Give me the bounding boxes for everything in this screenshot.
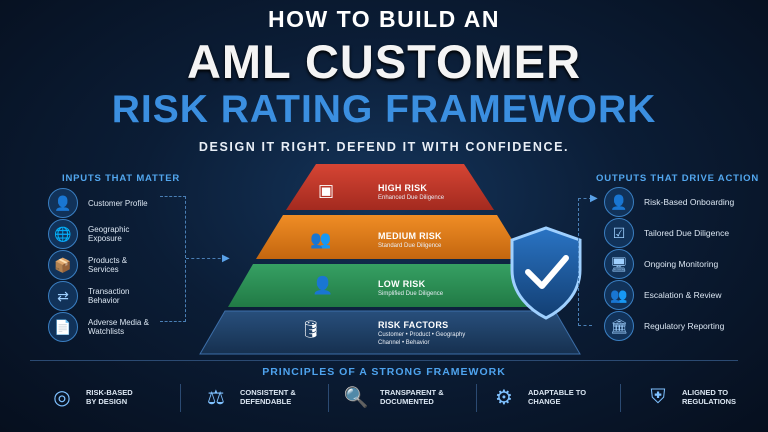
monitor-icon: 🖥 [604,249,634,279]
input-item: 👤 Customer Profile [48,186,158,220]
title-line-1: HOW TO BUILD AN [267,6,501,32]
title-line-3: RISK RATING FRAMEWORK [111,88,657,131]
tier-label: RISK FACTORS [378,320,449,330]
principle-item: ⚖ CONSISTENT &DEFENDABLE [202,382,296,412]
principle-line-2: BY DESIGN [86,397,128,406]
output-label: Ongoing Monitoring [644,259,719,269]
output-item: 🏛 Regulatory Reporting [604,311,724,341]
globe-icon: 🌐 [48,219,78,249]
principle-line-1: ALIGNED TO [682,388,729,397]
tier-sub: Channel • Behavior [378,340,430,346]
inputs-bracket [160,196,186,322]
principle-divider [476,384,477,412]
inputs-arrow [186,258,226,259]
tagline: DESIGN IT RIGHT. DEFEND IT WITH CONFIDEN… [198,140,570,154]
output-label: Risk-Based Onboarding [644,197,735,207]
title-line-2: AML CUSTOMER [186,35,582,88]
principle-divider [328,384,329,412]
outputs-bracket [578,198,592,326]
scale-icon: ⚖ [207,386,225,409]
shield-icon: ⛨ [650,385,666,408]
database-icon: 🛢 [300,320,322,339]
principle-divider [620,384,621,412]
magnifier-icon: 🔍 [343,386,369,409]
tier-high-risk [286,164,494,210]
principle-divider [180,384,181,412]
tier-sub: Standard Due Diligence [378,243,442,249]
principle-line-2: REGULATIONS [682,397,737,406]
user-icon: 👤 [312,276,334,295]
outputs-heading: OUTPUTS THAT DRIVE ACTION [596,173,760,184]
input-item: 📄 Adverse Media & Watchlists [48,310,158,344]
principle-label: TRANSPARENT &DOCUMENTED [380,388,444,406]
tier-label: LOW RISK [378,279,426,289]
risk-pyramid [199,164,582,355]
output-item: 👥 Escalation & Review [604,280,721,310]
group-icon: 👥 [310,230,332,249]
document-icon: 📄 [48,312,78,342]
principle-line-1: RISK-BASED [86,388,133,397]
checklist-icon: ☑ [604,218,634,248]
input-label: Geographic Exposure [88,225,130,243]
input-item: 🌐 Geographic Exposure [48,217,158,251]
output-label: Regulatory Reporting [644,321,725,331]
principle-line-1: TRANSPARENT & [380,388,444,397]
principle-line-2: DOCUMENTED [380,397,434,406]
principle-line-2: DEFENDABLE [240,397,292,406]
output-item: ☑ Tailored Due Diligence [604,218,729,248]
output-label: Tailored Due Diligence [644,228,730,238]
inputs-arrow-head: ▶ [222,253,230,264]
person-frame-icon: ▣ [318,181,335,200]
input-label: Transaction Behavior [88,287,130,305]
shield-check-icon [510,226,582,320]
input-item: ⇄ Transaction Behavior [48,279,158,313]
building-icon: 🏛 [604,311,634,341]
tier-medium-risk [256,215,524,259]
gear-icon: ⚙ [495,386,513,409]
tier-sub: Simplified Due Diligence [378,291,444,297]
principle-line-1: ADAPTABLE TO [528,388,587,397]
tier-low-risk [228,264,552,307]
inputs-heading: INPUTS THAT MATTER [62,173,181,184]
exchange-icon: ⇄ [48,281,78,311]
principles-heading: PRINCIPLES OF A STRONG FRAMEWORK [262,366,506,378]
group-icon: 👥 [604,280,634,310]
target-icon: ◎ [53,386,71,409]
tier-label: MEDIUM RISK [378,231,442,241]
input-label: Adverse Media & Watchlists [88,318,149,336]
output-item: 👤 Risk-Based Onboarding [604,187,734,217]
person-icon: 👤 [604,187,634,217]
principle-item: 🔍 TRANSPARENT &DOCUMENTED [342,382,444,412]
principle-line-1: CONSISTENT & [240,388,296,397]
outputs-arrow-head: ▶ [590,193,598,204]
input-item: 📦 Products & Services [48,248,158,282]
input-label: Customer Profile [88,198,148,208]
output-label: Escalation & Review [644,290,722,300]
box-icon: 📦 [48,250,78,280]
tier-label: HIGH RISK [378,183,428,193]
tier-sub: Enhanced Due Diligence [378,195,445,201]
principle-label: CONSISTENT &DEFENDABLE [240,388,296,406]
principle-line-2: CHANGE [528,397,561,406]
principles-rule [30,360,738,361]
tier-risk-factors [199,310,581,355]
output-item: 🖥 Ongoing Monitoring [604,249,718,279]
tier-sub: Customer • Product • Geography [378,332,466,338]
person-icon: 👤 [48,188,78,218]
input-label: Products & Services [88,256,128,274]
